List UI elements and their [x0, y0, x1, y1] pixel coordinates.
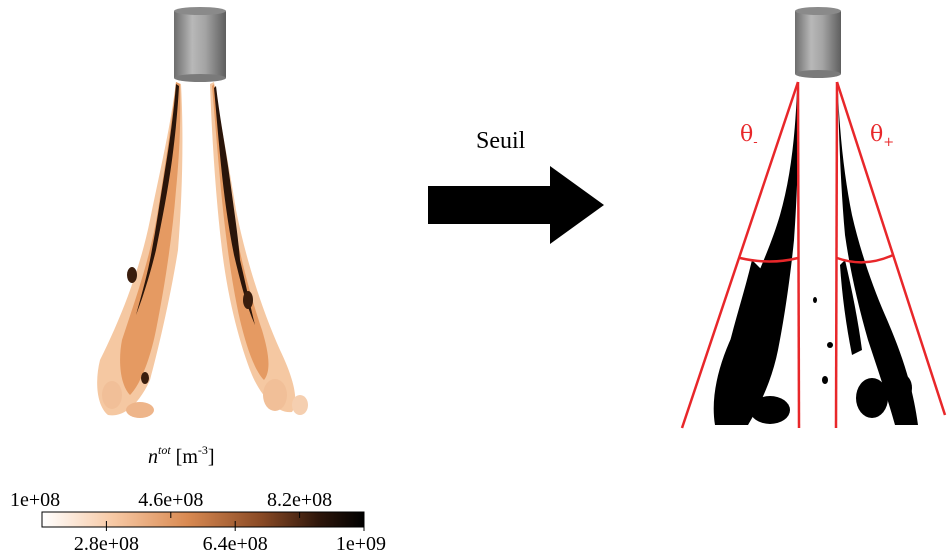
- right-angle-arc: [836, 253, 894, 264]
- thresholded-spray: [713, 90, 918, 425]
- colorbar-label: ntot [m-3]: [148, 443, 215, 468]
- colorbar-tick-label-top-0: 1e+08: [10, 489, 60, 511]
- angle-lines: [680, 81, 947, 429]
- theta-plus-label: θ+: [870, 122, 894, 150]
- colorbar-tick-label-bottom-2: 1e+09: [336, 533, 386, 555]
- spray-density-field: [97, 82, 308, 418]
- colorbar-ticks: [41, 512, 365, 531]
- colorbar-tick-labels: 1e+08 4.6e+08 8.2e+08 2.8e+08 6.4e+08 1e+09: [10, 489, 386, 555]
- right-nozzle: [795, 7, 841, 78]
- colorbar-tick-label-top-1: 4.6e+08: [138, 489, 203, 511]
- right-boundary-line: [835, 81, 947, 416]
- threshold-arrow: [428, 166, 604, 244]
- colorbar-tick-label-bottom-1: 6.4e+08: [203, 533, 268, 555]
- right-axis-line: [834, 81, 839, 429]
- theta-minus-label: θ-: [740, 122, 758, 150]
- left-nozzle: [174, 7, 226, 82]
- colorbar-tick-label-bottom-0: 2.8e+08: [74, 533, 139, 555]
- colorbar: 1e+08 4.6e+08 8.2e+08 2.8e+08 6.4e+08 1e+09: [10, 489, 386, 555]
- colorbar-tick-label-top-2: 8.2e+08: [267, 489, 332, 511]
- left-axis-line: [796, 81, 801, 429]
- left-angle-arc: [739, 256, 799, 263]
- left-boundary-line: [680, 81, 800, 429]
- arrow-label: Seuil: [476, 128, 526, 154]
- colorbar-gradient: [41, 511, 365, 528]
